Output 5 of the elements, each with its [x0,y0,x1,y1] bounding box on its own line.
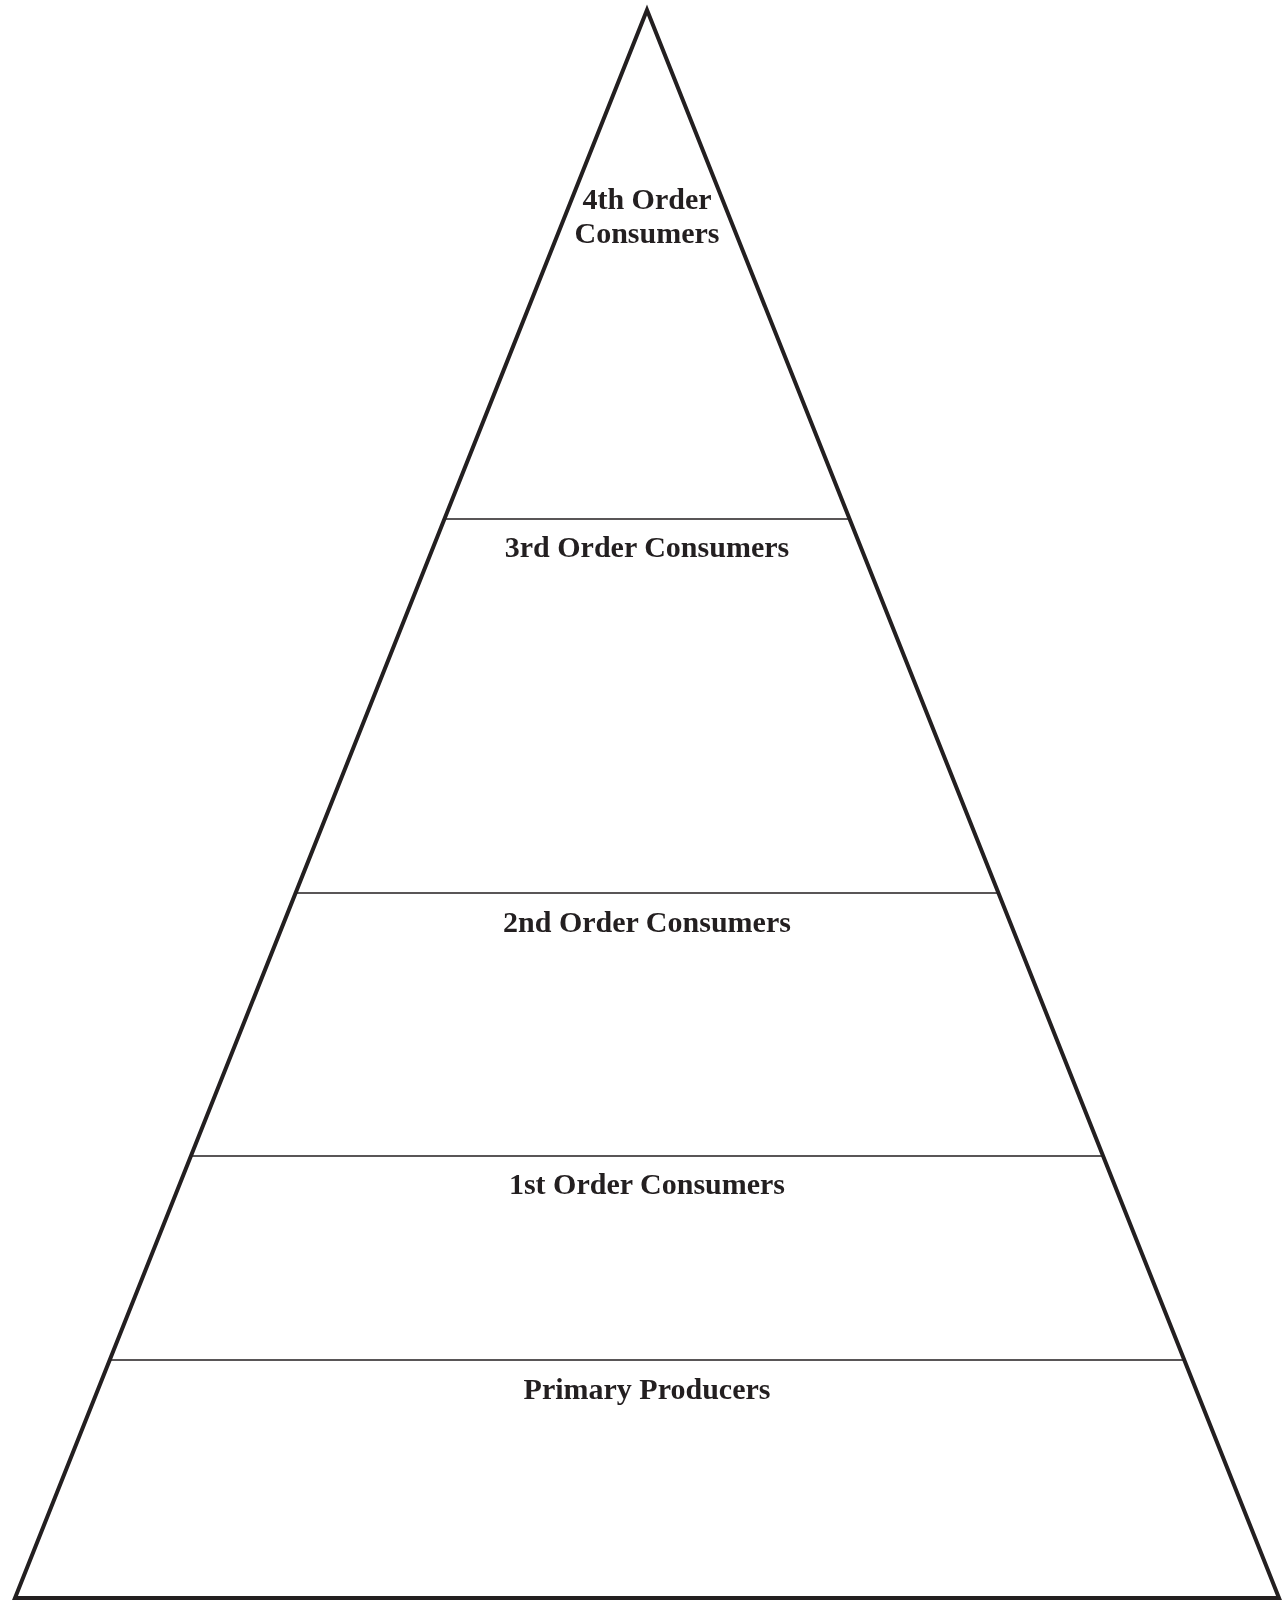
tier-label: 1st Order Consumers [508,1167,786,1201]
tier-label: 4th Order Consumers [574,182,720,250]
tier-label: 2nd Order Consumers [503,905,791,939]
tier-label: 3rd Order Consumers [504,530,790,564]
tier-label: Primary Producers [523,1372,771,1406]
